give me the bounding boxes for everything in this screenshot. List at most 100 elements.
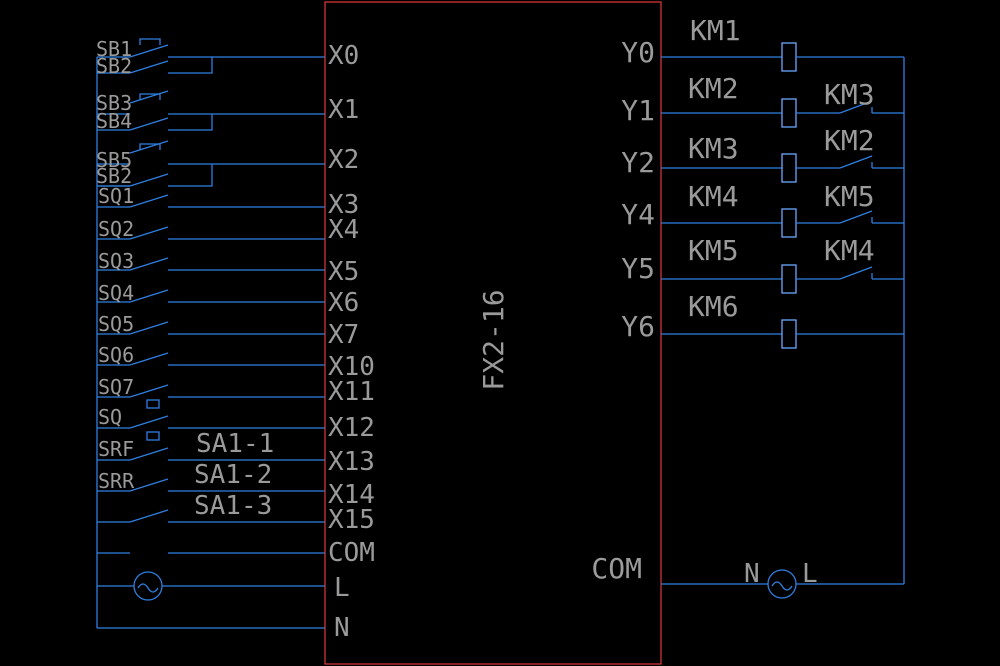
label-sq4: SQ4: [98, 281, 134, 305]
label-srr: SRR: [98, 469, 135, 493]
label-contact-km4: KM4: [824, 234, 875, 267]
label-sb1: SB1: [96, 37, 132, 61]
label-km2: KM2: [688, 72, 739, 105]
label-sq5: SQ5: [98, 312, 134, 336]
label-sq7: SQ7: [98, 375, 134, 399]
input-switches: [129, 38, 169, 523]
switch-blade: [129, 447, 169, 461]
plc-output-terminals: Y0 Y1 Y2 Y4 Y5 Y6 COM: [591, 36, 655, 585]
input-jumper: [168, 57, 213, 74]
switch-blade: [129, 60, 169, 74]
switch-blade: [129, 117, 169, 131]
coil-icon: [781, 42, 797, 72]
label-sq6: SQ6: [98, 343, 134, 367]
plc-body: [324, 1, 662, 665]
switch-blade: [129, 509, 169, 523]
terminal-n: N: [334, 613, 350, 643]
terminal-input-com: COM: [328, 538, 375, 568]
plc-input-terminals: X0 X1 X2 X3 X4 X5 X6 X7 X10 X11 X12 X13 …: [328, 41, 375, 643]
terminal-x3: X3: [328, 190, 359, 220]
label-sq2: SQ2: [98, 217, 134, 241]
input-jumper: [168, 114, 213, 131]
limit-switch-icon: [146, 399, 160, 409]
terminal-x13: X13: [328, 447, 375, 477]
terminal-x10: X10: [328, 352, 375, 382]
input-device-labels: SB1 SB2 SB3 SB4 SB5 SB2 SQ1 SQ2 SQ3 SQ4 …: [96, 37, 274, 521]
label-srf: SRF: [98, 437, 134, 461]
pushbutton-cap-icon: [139, 93, 161, 100]
label-km6: KM6: [688, 290, 739, 323]
coil-icon: [781, 153, 797, 183]
switch-blade: [129, 226, 169, 240]
coil-labels: KM1 KM2 KM3 KM4 KM5 KM6 KM3 KM2 KM5 KM4 …: [688, 14, 875, 589]
terminal-x0: X0: [328, 41, 359, 71]
switch-blade: [129, 257, 169, 271]
input-wiring: [96, 56, 325, 629]
label-output-l: L: [802, 559, 818, 589]
terminal-y1: Y1: [621, 94, 655, 127]
terminal-x2: X2: [328, 145, 359, 175]
switch-blade: [129, 384, 169, 398]
label-km5: KM5: [688, 234, 739, 267]
interlock-contact-blade: [839, 266, 873, 280]
coil-icon: [781, 208, 797, 238]
output-wiring: [661, 42, 905, 599]
switch-blade: [129, 321, 169, 335]
terminal-y2: Y2: [621, 146, 655, 179]
label-sb2-alt: SB2: [96, 164, 132, 188]
label-sq1: SQ1: [98, 184, 134, 208]
label-contact-km3: KM3: [824, 78, 875, 111]
input-jumper: [168, 164, 213, 187]
terminal-x12: X12: [328, 413, 375, 443]
interlock-contact-blade: [839, 155, 873, 169]
label-km3: KM3: [688, 132, 739, 165]
terminal-x1: X1: [328, 95, 359, 125]
terminal-x5: X5: [328, 257, 359, 287]
pushbutton-cap-icon: [139, 38, 161, 45]
terminal-y0: Y0: [621, 36, 655, 69]
label-sb5: SB5: [96, 148, 132, 172]
terminal-x14: X14: [328, 480, 375, 510]
output-ac-source-icon: [767, 569, 797, 599]
label-sb3: SB3: [96, 91, 132, 115]
label-sb2: SB2: [96, 54, 132, 78]
interlock-contact-blade: [839, 100, 873, 114]
terminal-y6: Y6: [621, 310, 655, 343]
coil-icon: [781, 264, 797, 294]
switch-blade: [129, 415, 169, 429]
label-km1: KM1: [690, 14, 741, 47]
ac-wave-icon: [137, 583, 159, 593]
terminal-x7: X7: [328, 320, 359, 350]
label-contact-km5: KM5: [824, 180, 875, 213]
switch-blade: [129, 173, 169, 187]
coil-icon: [781, 319, 797, 349]
terminal-x15: X15: [328, 505, 375, 535]
switch-blade: [129, 90, 169, 104]
label-sa1-1: SA1-1: [196, 429, 274, 459]
output-ac-wave-icon: [771, 581, 793, 591]
label-km4: KM4: [688, 180, 739, 213]
plc-model-label: FX2-16: [477, 289, 510, 390]
label-sa1-3: SA1-3: [194, 491, 272, 521]
terminal-x6: X6: [328, 288, 359, 318]
ac-source-icon: [133, 571, 163, 601]
interlock-contact-blade: [839, 210, 873, 224]
switch-blade: [129, 289, 169, 303]
label-sq: SQ: [98, 405, 122, 429]
label-sb4: SB4: [96, 109, 132, 133]
switch-blade: [129, 352, 169, 366]
label-sq3: SQ3: [98, 249, 134, 273]
terminal-output-com: COM: [591, 552, 642, 585]
terminal-l: L: [334, 573, 350, 603]
switch-blade: [129, 44, 169, 58]
switch-blade: [129, 194, 169, 208]
label-output-n: N: [744, 559, 760, 589]
terminal-y4: Y4: [621, 198, 655, 231]
terminal-x11: X11: [328, 377, 375, 407]
terminal-y5: Y5: [621, 252, 655, 285]
label-contact-km2: KM2: [824, 124, 875, 157]
switch-blade: [129, 478, 169, 492]
label-sa1-2: SA1-2: [194, 460, 272, 490]
